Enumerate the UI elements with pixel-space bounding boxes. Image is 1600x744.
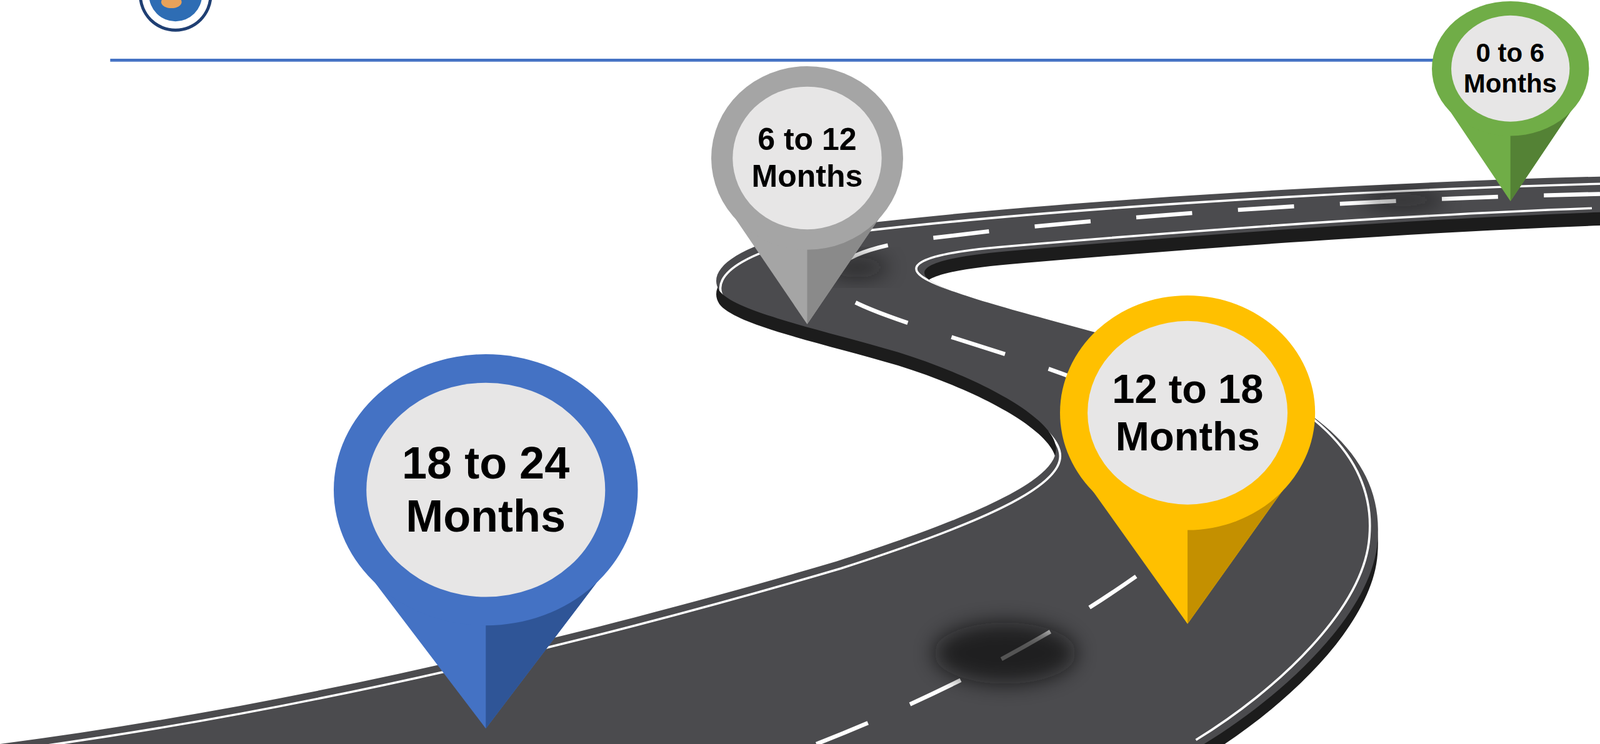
pin-face <box>366 382 605 597</box>
pin-shape <box>1431 1 1589 202</box>
map-pin: 18 to 24 Months <box>333 354 639 729</box>
header-rule <box>110 58 1449 62</box>
map-pin: 12 to 18 Months <box>1060 295 1315 625</box>
milestone-label: 6 to 12 Months <box>743 121 872 195</box>
road-edge-line <box>916 208 1592 740</box>
pin-head <box>1431 1 1589 137</box>
milestone-label: 18 to 24 Months <box>383 436 589 544</box>
pin-face <box>1087 321 1288 505</box>
agency-seal <box>138 0 213 32</box>
road-surface <box>0 176 1600 744</box>
pin-shape <box>711 66 904 325</box>
pin-head <box>1060 295 1315 531</box>
pin-face <box>1451 15 1570 122</box>
road-center-dashes <box>816 193 1600 744</box>
map-pin: 6 to 12 Months <box>711 66 904 325</box>
pin-shape <box>1060 295 1315 625</box>
pin-shadow <box>1362 191 1445 209</box>
map-pin: 0 to 6 Months <box>1431 1 1589 202</box>
pin-head <box>711 66 904 250</box>
milestone-label: 0 to 6 Months <box>1459 37 1562 100</box>
pin-shadow <box>933 623 1077 685</box>
milestone-label: 12 to 18 Months <box>1101 365 1274 462</box>
pin-shape <box>333 354 639 729</box>
pin-head <box>333 354 639 626</box>
road-edge-line <box>4 183 1600 744</box>
pin-face <box>732 86 882 230</box>
